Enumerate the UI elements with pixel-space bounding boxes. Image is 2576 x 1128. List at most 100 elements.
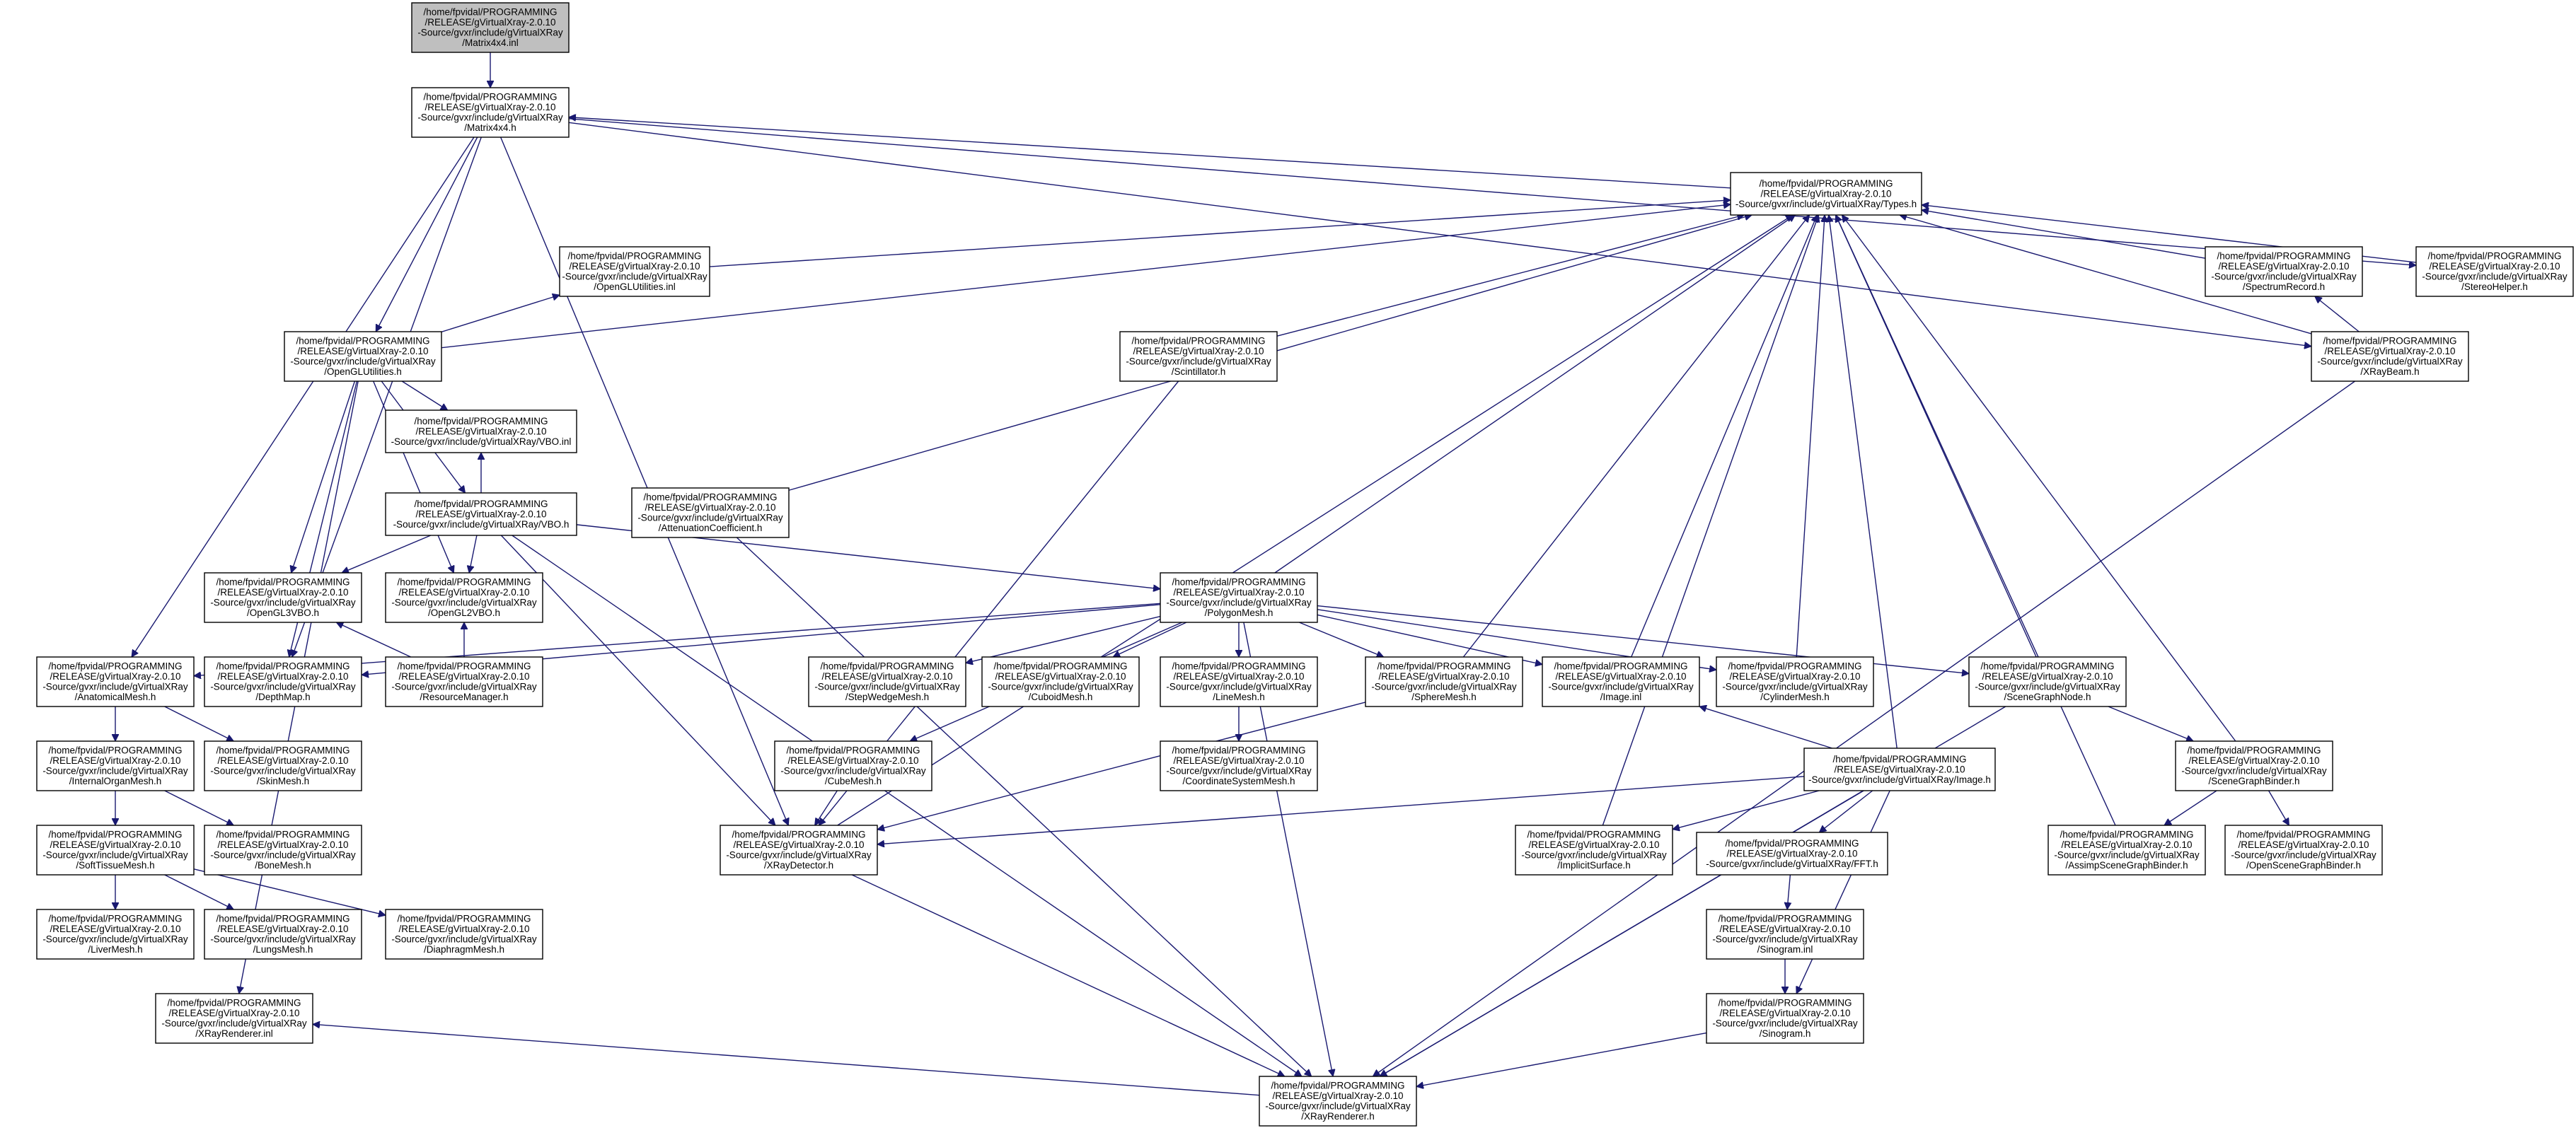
node-stereo_h[interactable]: /home/fpvidal/PROGRAMMING/RELEASE/gVirtu… (2415, 246, 2574, 297)
node-lungs_h[interactable]: /home/fpvidal/PROGRAMMING/RELEASE/gVirtu… (204, 909, 362, 960)
edge-cylinder_h-to-types_h (1796, 215, 1825, 658)
node-box (1730, 172, 1922, 216)
node-image_inl[interactable]: /home/fpvidal/PROGRAMMING/RELEASE/gVirtu… (1542, 656, 1700, 707)
node-label-line: /RELEASE/gVirtualXray-2.0.10 (50, 924, 180, 934)
node-box (1365, 656, 1523, 707)
edge-image_h-to-fft_h (1819, 790, 1873, 832)
node-label-line: /home/fpvidal/PROGRAMMING (216, 830, 350, 840)
edge-sphere_h-to-types_h (1462, 215, 1809, 658)
node-box (1706, 993, 1864, 1044)
node-label-line: /OpenGLUtilities.inl (594, 281, 676, 292)
node-resmgr_h[interactable]: /home/fpvidal/PROGRAMMING/RELEASE/gVirtu… (385, 656, 543, 707)
node-label-line: -Source/gvxr/include/gVirtualXRay/Types.… (1735, 199, 1917, 209)
node-box (2415, 246, 2574, 297)
node-label-line: /RELEASE/gVirtualXray-2.0.10 (1378, 671, 1509, 682)
node-label-line: -Source/gvxr/include/gVirtualXRay (1265, 1101, 1411, 1112)
node-label-line: /ImplicitSurface.h (1557, 860, 1631, 871)
node-label-line: /ResourceManager.h (420, 692, 508, 702)
node-label-line: /home/fpvidal/PROGRAMMING (2323, 336, 2456, 347)
node-xrr_inl[interactable]: /home/fpvidal/PROGRAMMING/RELEASE/gVirtu… (155, 993, 313, 1044)
node-label-line: /home/fpvidal/PROGRAMMING (1554, 661, 1687, 672)
node-label-line: /CubeMesh.h (825, 776, 882, 786)
node-cube_h[interactable]: /home/fpvidal/PROGRAMMING/RELEASE/gVirtu… (774, 740, 932, 791)
node-soft_h[interactable]: /home/fpvidal/PROGRAMMING/RELEASE/gVirtu… (36, 825, 195, 876)
node-stepwedge_h[interactable]: /home/fpvidal/PROGRAMMING/RELEASE/gVirtu… (808, 656, 966, 707)
node-label-line: -Source/gvxr/include/gVirtualXRay (1521, 850, 1667, 861)
node-ogl2vbo_h[interactable]: /home/fpvidal/PROGRAMMING/RELEASE/gVirtu… (385, 572, 543, 623)
node-label-line: /XRayRenderer.h (1301, 1111, 1375, 1122)
node-atten_h[interactable]: /home/fpvidal/PROGRAMMING/RELEASE/gVirtu… (631, 487, 790, 538)
edge-image_inl-to-types_h (1631, 215, 1818, 658)
edge-polymesh_h-to-types_h (1274, 215, 1796, 574)
edge-soft_h-to-lungs_h (164, 874, 234, 910)
node-cuboid_h[interactable]: /home/fpvidal/PROGRAMMING/RELEASE/gVirtu… (981, 656, 1140, 707)
node-matrix_h[interactable]: /home/fpvidal/PROGRAMMING/RELEASE/gVirtu… (411, 87, 570, 138)
node-box (411, 87, 570, 138)
node-sphere_h[interactable]: /home/fpvidal/PROGRAMMING/RELEASE/gVirtu… (1365, 656, 1523, 707)
node-fft_h[interactable]: /home/fpvidal/PROGRAMMING/RELEASE/gVirtu… (1696, 832, 1888, 876)
node-label-line: /Scintillator.h (1172, 366, 1226, 377)
node-vbo_h[interactable]: /home/fpvidal/PROGRAMMING/RELEASE/gVirtu… (385, 492, 577, 536)
node-box (1968, 656, 2127, 707)
node-label-line: -Source/gvxr/include/gVirtualXRay (1722, 682, 1868, 692)
node-box (204, 572, 362, 623)
node-label-line: /OpenGL2VBO.h (428, 607, 500, 618)
node-image_h[interactable]: /home/fpvidal/PROGRAMMING/RELEASE/gVirtu… (1803, 748, 1996, 791)
node-xrr_h[interactable]: /home/fpvidal/PROGRAMMING/RELEASE/gVirtu… (1259, 1076, 1417, 1127)
node-label-line: /home/fpvidal/PROGRAMMING (414, 416, 548, 426)
node-detector_h[interactable]: /home/fpvidal/PROGRAMMING/RELEASE/gVirtu… (720, 825, 878, 876)
node-organ_h[interactable]: /home/fpvidal/PROGRAMMING/RELEASE/gVirtu… (36, 740, 195, 791)
node-box (1259, 1076, 1417, 1127)
node-label-line: /LiverMesh.h (88, 944, 142, 955)
node-oglutil_h[interactable]: /home/fpvidal/PROGRAMMING/RELEASE/gVirtu… (284, 331, 442, 382)
node-label-line: /home/fpvidal/PROGRAMMING (732, 830, 865, 840)
node-label-line: /home/fpvidal/PROGRAMMING (216, 914, 350, 924)
node-label-line: /RELEASE/gVirtualXray-2.0.10 (2238, 839, 2369, 850)
edge-matrix_h-to-oglutil_h (375, 136, 478, 332)
node-assimp_h[interactable]: /home/fpvidal/PROGRAMMING/RELEASE/gVirtu… (2047, 825, 2206, 876)
node-label-line: /home/fpvidal/PROGRAMMING (1172, 745, 1305, 756)
node-label-line: /RELEASE/gVirtualXray-2.0.10 (1726, 848, 1857, 859)
node-skin_h[interactable]: /home/fpvidal/PROGRAMMING/RELEASE/gVirtu… (204, 740, 362, 791)
node-polymesh_h[interactable]: /home/fpvidal/PROGRAMMING/RELEASE/gVirtu… (1160, 572, 1318, 623)
node-sinogram_inl[interactable]: /home/fpvidal/PROGRAMMING/RELEASE/gVirtu… (1706, 909, 1864, 960)
node-label-line: -Source/gvxr/include/gVirtualXRay (1548, 682, 1694, 692)
edge-resmgr_h-to-ogl3vbo_h (336, 622, 412, 658)
node-label-line: /home/fpvidal/PROGRAMMING (397, 914, 531, 924)
node-label-line: /InternalOrganMesh.h (69, 776, 162, 786)
node-osgbinder_h[interactable]: /home/fpvidal/PROGRAMMING/RELEASE/gVirtu… (2224, 825, 2383, 876)
node-sinogram_h[interactable]: /home/fpvidal/PROGRAMMING/RELEASE/gVirtu… (1706, 993, 1864, 1044)
node-scenenode_h[interactable]: /home/fpvidal/PROGRAMMING/RELEASE/gVirtu… (1968, 656, 2127, 707)
node-label-line: /home/fpvidal/PROGRAMMING (993, 661, 1127, 672)
node-scenebinder_h[interactable]: /home/fpvidal/PROGRAMMING/RELEASE/gVirtu… (2175, 740, 2333, 791)
node-types_h[interactable]: /home/fpvidal/PROGRAMMING/RELEASE/gVirtu… (1730, 172, 1922, 216)
node-diaphragm_h[interactable]: /home/fpvidal/PROGRAMMING/RELEASE/gVirtu… (385, 909, 543, 960)
node-label-line: /home/fpvidal/PROGRAMMING (216, 745, 350, 756)
edge-polymesh_h-to-cuboid_h (1113, 622, 1187, 657)
node-liver_h[interactable]: /home/fpvidal/PROGRAMMING/RELEASE/gVirtu… (36, 909, 195, 960)
node-label-line: -Source/gvxr/include/gVirtualXRay (2211, 272, 2357, 282)
node-depthmap_h[interactable]: /home/fpvidal/PROGRAMMING/RELEASE/gVirtu… (204, 656, 362, 707)
edge-cube_h-to-detector_h (815, 790, 838, 825)
node-label-line: /SphereMesh.h (1411, 692, 1477, 702)
node-coordsys_h[interactable]: /home/fpvidal/PROGRAMMING/RELEASE/gVirtu… (1160, 740, 1318, 791)
node-label-line: -Source/gvxr/include/gVirtualXRay/VBO.h (393, 519, 570, 530)
node-linemesh_h[interactable]: /home/fpvidal/PROGRAMMING/RELEASE/gVirtu… (1160, 656, 1318, 707)
node-label-line: -Source/gvxr/include/gVirtualXRay (391, 934, 537, 945)
node-label-line: /home/fpvidal/PROGRAMMING (167, 998, 301, 1008)
node-specrec_h[interactable]: /home/fpvidal/PROGRAMMING/RELEASE/gVirtu… (2205, 246, 2363, 297)
node-scint_h[interactable]: /home/fpvidal/PROGRAMMING/RELEASE/gVirtu… (1119, 331, 1278, 382)
edge-xraybeam_h-to-types_h (1900, 215, 2312, 335)
node-implicit_h[interactable]: /home/fpvidal/PROGRAMMING/RELEASE/gVirtu… (1515, 825, 1673, 876)
node-xraybeam_h[interactable]: /home/fpvidal/PROGRAMMING/RELEASE/gVirtu… (2311, 331, 2469, 382)
node-vbo_inl[interactable]: /home/fpvidal/PROGRAMMING/RELEASE/gVirtu… (385, 409, 577, 453)
node-ogl3vbo_h[interactable]: /home/fpvidal/PROGRAMMING/RELEASE/gVirtu… (204, 572, 362, 623)
node-label-line: /home/fpvidal/PROGRAMMING (423, 92, 557, 103)
node-label-line: /RELEASE/gVirtualXray-2.0.10 (398, 587, 529, 598)
node-oglutil_inl[interactable]: /home/fpvidal/PROGRAMMING/RELEASE/gVirtu… (559, 246, 710, 297)
node-bone_h[interactable]: /home/fpvidal/PROGRAMMING/RELEASE/gVirtu… (204, 825, 362, 876)
node-label-line: /RELEASE/gVirtualXray-2.0.10 (2218, 261, 2349, 272)
edge-matrix_h-to-anatom_h (132, 136, 475, 657)
node-anatom_h[interactable]: /home/fpvidal/PROGRAMMING/RELEASE/gVirtu… (36, 656, 195, 707)
node-cylinder_h[interactable]: /home/fpvidal/PROGRAMMING/RELEASE/gVirtu… (1716, 656, 1874, 707)
